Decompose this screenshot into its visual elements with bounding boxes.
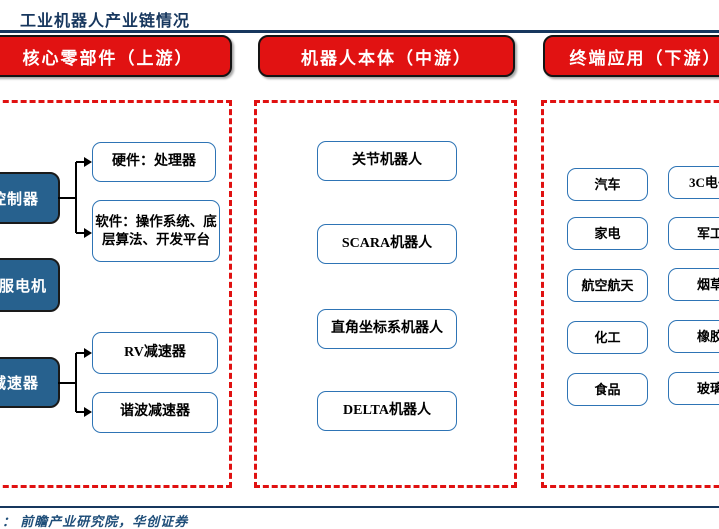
node-scara-robot: SCARA机器人 bbox=[317, 224, 457, 264]
node-app-tobacco-label: 烟草 bbox=[696, 276, 719, 292]
node-delta-robot-label: DELTA机器人 bbox=[343, 402, 431, 418]
header-upstream: 核心零部件（上游） bbox=[0, 35, 232, 77]
node-software-platform-label: 软件：操作系统、底层算法、开发平台 bbox=[95, 213, 217, 247]
node-controller: 控制器 bbox=[0, 172, 60, 224]
node-app-food-label: 食品 bbox=[594, 381, 621, 397]
node-harmonic-reducer: 谐波减速器 bbox=[92, 392, 218, 433]
node-reducer-label: 减速器 bbox=[0, 376, 39, 392]
node-delta-robot: DELTA机器人 bbox=[317, 391, 457, 431]
node-software-platform: 软件：操作系统、底层算法、开发平台 bbox=[92, 200, 220, 262]
page-title: 工业机器人产业链情况 bbox=[20, 13, 191, 30]
header-upstream-label: 核心零部件（上游） bbox=[22, 48, 194, 68]
node-app-food: 食品 bbox=[567, 373, 648, 406]
node-app-glass-label: 玻璃 bbox=[696, 380, 719, 396]
node-hardware-processor: 硬件：处理器 bbox=[92, 142, 216, 182]
node-scara-robot-label: SCARA机器人 bbox=[341, 235, 433, 251]
node-articulated-robot: 关节机器人 bbox=[317, 141, 457, 181]
node-app-military-label: 军工 bbox=[696, 225, 719, 241]
node-rv-reducer: RV减速器 bbox=[92, 332, 218, 374]
node-cartesian-robot-label: 直角坐标系机器人 bbox=[331, 320, 443, 336]
node-app-3c-electronics: 3C电子 bbox=[668, 166, 719, 199]
header-midstream: 机器人本体（中游） bbox=[258, 35, 515, 77]
bottom-divider-rule bbox=[0, 506, 719, 508]
node-app-home-appliance: 家电 bbox=[567, 217, 648, 250]
node-app-chemical: 化工 bbox=[567, 321, 648, 354]
node-servo-motor-label: 伺服电机 bbox=[0, 278, 47, 295]
node-servo-motor: 伺服电机 bbox=[0, 258, 60, 312]
node-cartesian-robot: 直角坐标系机器人 bbox=[317, 309, 457, 349]
node-app-tobacco: 烟草 bbox=[668, 268, 719, 301]
node-harmonic-reducer-label: 谐波减速器 bbox=[120, 404, 190, 420]
zone-upstream bbox=[0, 100, 232, 488]
node-reducer: 减速器 bbox=[0, 357, 60, 408]
node-rv-reducer-label: RV减速器 bbox=[124, 344, 186, 360]
source-note: ： 前瞻产业研究院，华创证券 bbox=[2, 514, 189, 529]
node-controller-label: 控制器 bbox=[0, 191, 39, 208]
node-hardware-processor-label: 硬件：处理器 bbox=[112, 153, 196, 169]
node-app-aerospace: 航空航天 bbox=[567, 269, 648, 302]
node-app-aerospace-label: 航空航天 bbox=[581, 277, 634, 293]
node-app-3c-electronics-label: 3C电子 bbox=[689, 174, 719, 190]
node-app-home-appliance-label: 家电 bbox=[594, 225, 621, 241]
header-midstream-label: 机器人本体（中游） bbox=[301, 48, 472, 68]
node-app-military: 军工 bbox=[668, 217, 719, 250]
node-app-rubber-label: 橡胶 bbox=[696, 328, 719, 344]
node-app-automotive: 汽车 bbox=[567, 168, 648, 201]
node-app-chemical-label: 化工 bbox=[594, 329, 621, 345]
top-divider-rule bbox=[0, 30, 719, 33]
node-app-rubber: 橡胶 bbox=[668, 320, 719, 353]
zone-midstream bbox=[254, 100, 517, 488]
node-app-automotive-label: 汽车 bbox=[594, 176, 621, 192]
header-downstream: 终端应用（下游） bbox=[543, 35, 719, 77]
header-downstream-label: 终端应用（下游） bbox=[569, 48, 719, 68]
node-app-glass: 玻璃 bbox=[668, 372, 719, 405]
zone-downstream bbox=[541, 100, 719, 488]
node-articulated-robot-label: 关节机器人 bbox=[352, 152, 422, 168]
